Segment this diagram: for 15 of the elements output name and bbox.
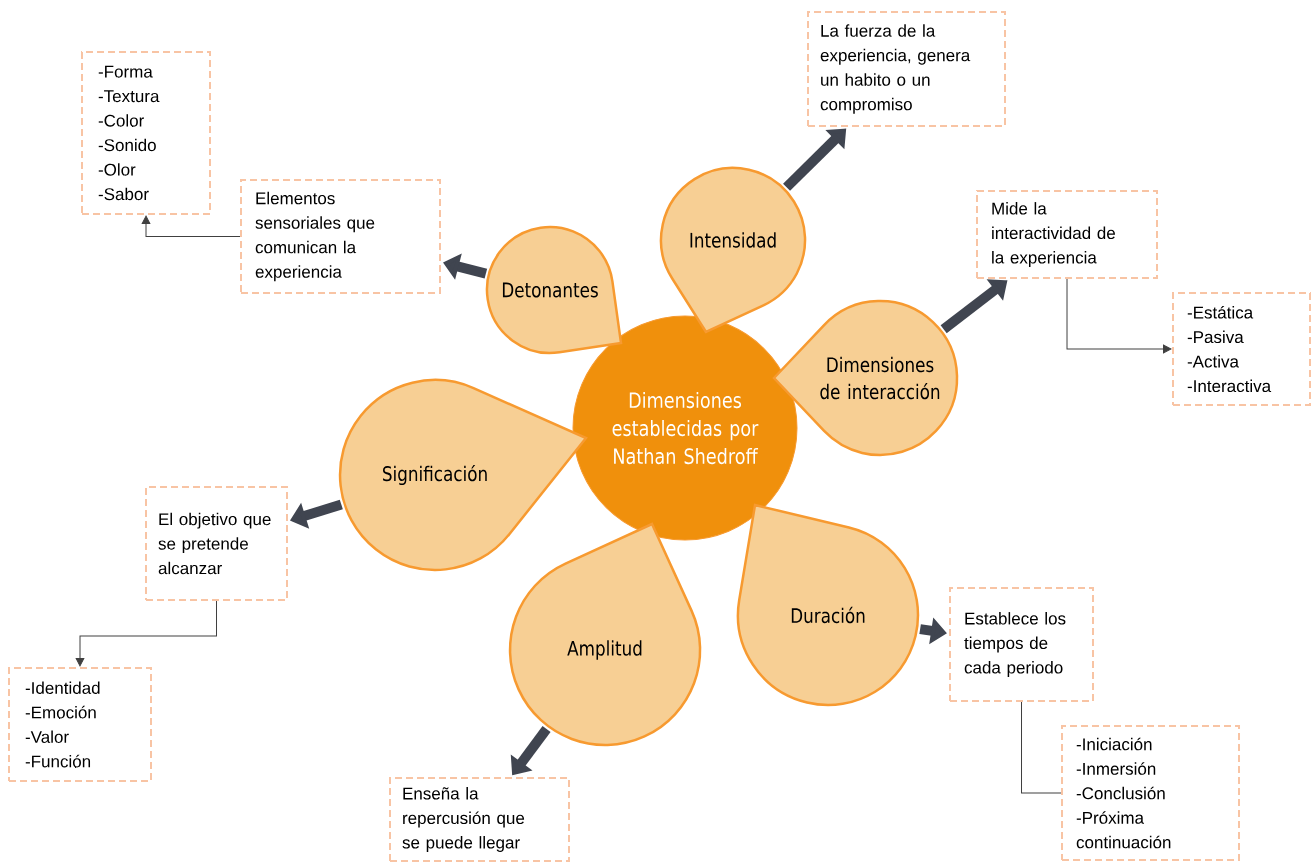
text-box: Mide la interactividad de la experiencia	[976, 190, 1158, 279]
text-box: Establece los tiempos de cada periodo	[949, 587, 1094, 702]
text-box: -Estática -Pasiva -Activa -Interactiva	[1172, 292, 1311, 406]
arrow	[1066, 278, 1172, 354]
text-box: Enseña la repercusión que se puede llegar	[389, 777, 570, 862]
arrow	[290, 499, 343, 529]
text-box: -Identidad -Emoción -Valor -Función	[8, 667, 152, 782]
text-box: -Iniciación -Inmersión -Conclusión -Próxima continuación	[1061, 725, 1240, 861]
text-box: Elementos sensoriales que comunican la experiencia	[240, 179, 441, 294]
arrow	[75, 600, 217, 667]
text-box: -Forma -Textura -Color -Sonido -Olor -Sabor	[81, 51, 211, 215]
connector-line	[1021, 701, 1062, 794]
text-box: El objetivo que se pretende alcanzar	[145, 486, 288, 601]
text-box: La fuerza de la experiencia, genera un habito o un compromiso	[807, 11, 1006, 127]
arrow	[141, 215, 241, 237]
